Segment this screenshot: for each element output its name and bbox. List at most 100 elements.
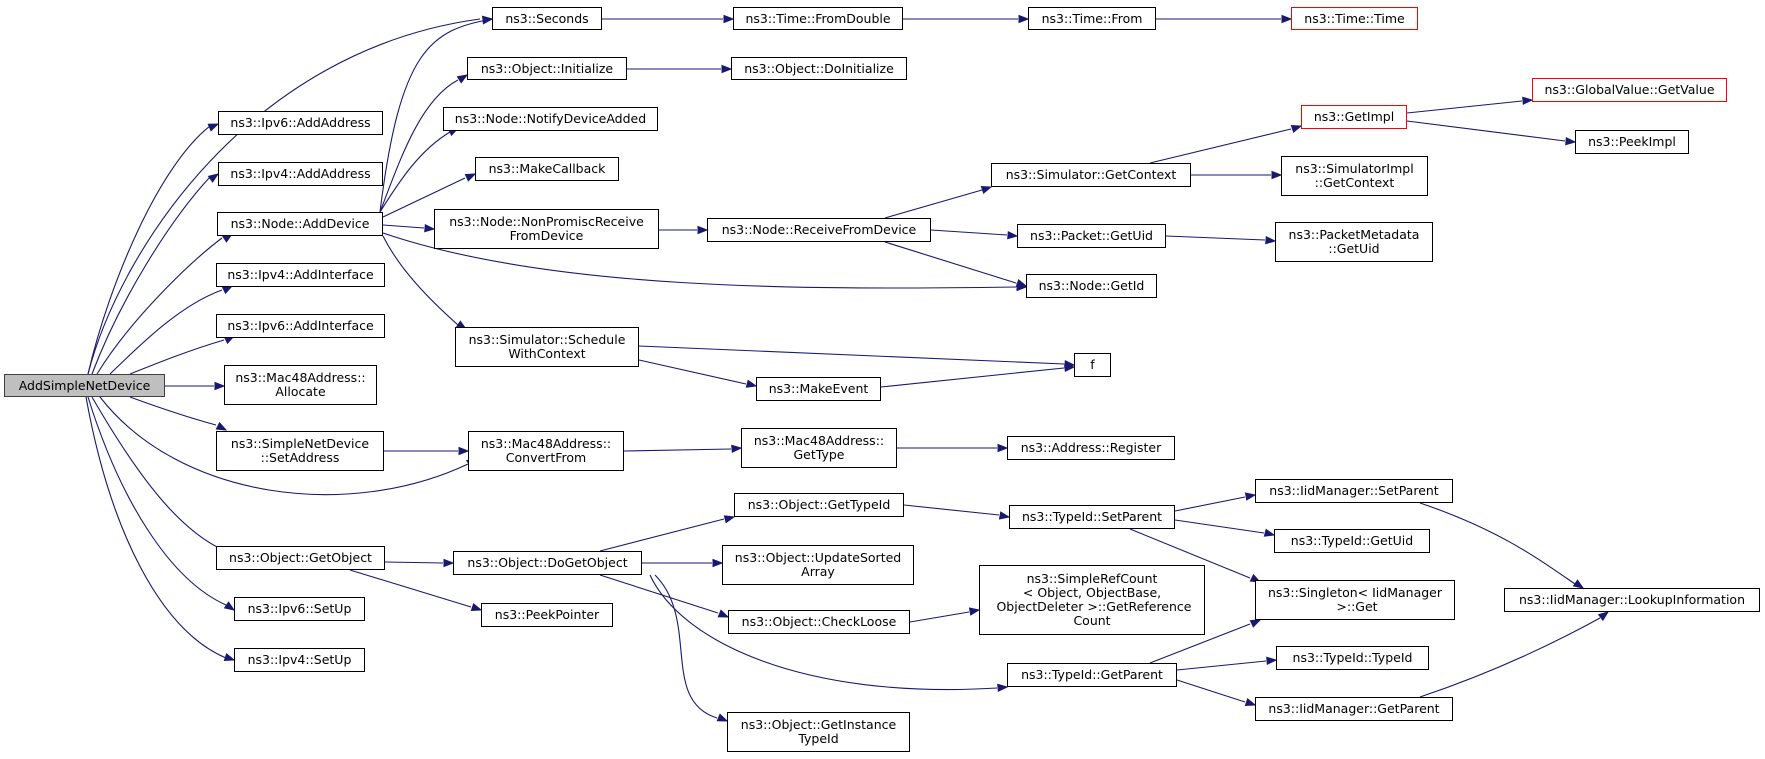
node-object-getinstancetypeid[interactable]: ns3::Object::GetInstance TypeId bbox=[727, 712, 910, 752]
node-ns3-seconds[interactable]: ns3::Seconds bbox=[492, 7, 602, 30]
edge-getparent-iidgetparent bbox=[1176, 679, 1246, 703]
node-mac48address-allocate[interactable]: ns3::Mac48Address:: Allocate bbox=[224, 365, 377, 405]
node-mac48address-gettype[interactable]: ns3::Mac48Address:: GetType bbox=[741, 428, 897, 468]
edge-root-adddevice bbox=[96, 237, 223, 375]
edge-adddevice-getid bbox=[382, 232, 1017, 289]
edge-schedule-f bbox=[638, 345, 1065, 365]
node-iidmanager-getparent[interactable]: ns3::IidManager::GetParent bbox=[1255, 697, 1453, 721]
node-node-receivefromdevice[interactable]: ns3::Node::ReceiveFromDevice bbox=[707, 218, 931, 242]
edge-dogetobject-getparent bbox=[649, 574, 998, 691]
arrowhead-getparent-singleton bbox=[1249, 619, 1262, 628]
edge-root-convertfrom bbox=[99, 396, 469, 496]
arrowhead-receive-getid bbox=[1015, 278, 1028, 288]
edge-getimpl-peekimpl bbox=[1406, 120, 1566, 142]
arrowhead-receive-getcontext bbox=[980, 185, 993, 195]
arrowhead-root-setaddress bbox=[215, 421, 228, 431]
node-iidmanager-lookupinformation[interactable]: ns3::IidManager::LookupInformation bbox=[1504, 588, 1760, 612]
node-mac48address-convertfrom[interactable]: ns3::Mac48Address:: ConvertFrom bbox=[468, 431, 624, 471]
node-simplenetdevice-setaddress[interactable]: ns3::SimpleNetDevice ::SetAddress bbox=[216, 431, 384, 471]
node-typeid-setparent[interactable]: ns3::TypeId::SetParent bbox=[1009, 505, 1175, 529]
edge-setparent-singleton bbox=[1129, 528, 1251, 579]
edge-packetuid-meta bbox=[1165, 235, 1266, 241]
node-globalvalue-getvalue[interactable]: ns3::GlobalValue::GetValue bbox=[1532, 78, 1727, 102]
node-simulator-schedulewithcontext[interactable]: ns3::Simulator::Schedule WithContext bbox=[455, 327, 639, 367]
node-simulator-getcontext[interactable]: ns3::Simulator::GetContext bbox=[991, 163, 1191, 187]
node-object-initialize[interactable]: ns3::Object::Initialize bbox=[467, 57, 627, 80]
edge-adddevice-nonpromisc bbox=[382, 224, 425, 229]
edge-dogetobject-getinstance bbox=[654, 574, 718, 719]
arrowhead-iidgetparent-lookup bbox=[1597, 611, 1610, 622]
arrowhead-getparent-typeid bbox=[1266, 656, 1278, 665]
node-simplerefcount-getreferencecount[interactable]: ns3::SimpleRefCount < Object, ObjectBase… bbox=[979, 565, 1205, 635]
arrowhead-root-ipv6setup bbox=[223, 601, 236, 611]
node-ipv6-addinterface[interactable]: ns3::Ipv6::AddInterface bbox=[216, 314, 385, 338]
arrowhead-adddevice-makecb bbox=[464, 173, 477, 182]
edge-setparent-getuid bbox=[1174, 519, 1265, 534]
arrowhead-adddevice-nonpromisc bbox=[424, 224, 436, 233]
node-peekpointer[interactable]: ns3::PeekPointer bbox=[481, 603, 613, 627]
node-time-fromdouble[interactable]: ns3::Time::FromDouble bbox=[733, 7, 903, 30]
edge-root-ipv4addinterface bbox=[109, 289, 223, 375]
node-object-getobject[interactable]: ns3::Object::GetObject bbox=[216, 546, 385, 570]
edge-dogetobject-checkloose bbox=[599, 574, 719, 614]
edge-gettypeid-setparent bbox=[903, 504, 1000, 516]
node-object-gettypeid[interactable]: ns3::Object::GetTypeId bbox=[734, 493, 904, 517]
arrowhead-seconds-fromdouble bbox=[723, 14, 735, 24]
node-node-adddevice[interactable]: ns3::Node::AddDevice bbox=[217, 212, 383, 236]
node-ipv4-addinterface[interactable]: ns3::Ipv4::AddInterface bbox=[216, 263, 385, 287]
node-time-from[interactable]: ns3::Time::From bbox=[1028, 7, 1156, 30]
edge-iidsetparent-lookup bbox=[1419, 502, 1576, 585]
edge-makeevent-f bbox=[880, 367, 1065, 388]
node-typeid-typeid[interactable]: ns3::TypeId::TypeId bbox=[1276, 646, 1429, 670]
node-node-getid[interactable]: ns3::Node::GetId bbox=[1026, 274, 1157, 298]
edge-adddevice-initialize bbox=[379, 79, 459, 213]
arrowhead-getimpl-globalvalue bbox=[1522, 96, 1534, 105]
node-node-notifydeviceadded[interactable]: ns3::Node::NotifyDeviceAdded bbox=[443, 107, 658, 131]
node-time-time[interactable]: ns3::Time::Time bbox=[1291, 7, 1418, 30]
edge-root-ipv4addaddress bbox=[91, 176, 211, 375]
node-singleton-iidmanager-get[interactable]: ns3::Singleton< IidManager >::Get bbox=[1255, 580, 1455, 620]
node-getimpl[interactable]: ns3::GetImpl bbox=[1301, 105, 1407, 129]
arrowhead-getimpl-peekimpl bbox=[1565, 137, 1577, 146]
node-ipv4-setup[interactable]: ns3::Ipv4::SetUp bbox=[234, 648, 365, 672]
node-addsimplenetdevice: AddSimpleNetDevice bbox=[4, 374, 165, 397]
node-peekimpl[interactable]: ns3::PeekImpl bbox=[1575, 130, 1689, 154]
node-typeid-getparent[interactable]: ns3::TypeId::GetParent bbox=[1007, 663, 1177, 687]
arrowhead-setparent-getuid bbox=[1263, 528, 1276, 537]
node-packetmetadata-getuid[interactable]: ns3::PacketMetadata ::GetUid bbox=[1275, 222, 1433, 262]
node-f[interactable]: f bbox=[1074, 353, 1111, 377]
node-makeevent[interactable]: ns3::MakeEvent bbox=[756, 377, 881, 401]
edge-receive-getcontext bbox=[884, 189, 983, 219]
node-iidmanager-setparent[interactable]: ns3::IidManager::SetParent bbox=[1255, 479, 1453, 503]
arrowhead-dogetobject-updatesorted bbox=[712, 558, 724, 568]
node-ipv6-setup[interactable]: ns3::Ipv6::SetUp bbox=[234, 597, 365, 621]
arrowhead-packetuid-meta bbox=[1265, 236, 1277, 245]
node-object-updatesortedarray[interactable]: ns3::Object::UpdateSorted Array bbox=[722, 545, 914, 585]
node-address-register[interactable]: ns3::Address::Register bbox=[1007, 436, 1175, 460]
edge-setparent-iidsetparent bbox=[1174, 496, 1246, 512]
node-ipv6-addaddress[interactable]: ns3::Ipv6::AddAddress bbox=[218, 111, 383, 135]
node-packet-getuid[interactable]: ns3::Packet::GetUid bbox=[1017, 224, 1166, 248]
node-object-doinitialize[interactable]: ns3::Object::DoInitialize bbox=[731, 57, 907, 80]
arrowhead-dogetobject-gettypeid bbox=[723, 515, 736, 524]
arrowhead-receive-packetuid bbox=[1007, 231, 1019, 240]
arrowhead-dogetobject-getinstance bbox=[716, 713, 729, 722]
node-node-nonpromiscreceivefromdevice[interactable]: ns3::Node::NonPromiscReceive FromDevice bbox=[434, 209, 659, 249]
node-ipv4-addaddress[interactable]: ns3::Ipv4::AddAddress bbox=[218, 162, 383, 186]
edge-adddevice-schedule bbox=[382, 235, 459, 326]
arrowhead-setparent-iidsetparent bbox=[1244, 492, 1257, 501]
edge-receive-getid bbox=[884, 241, 1017, 284]
edge-schedule-makeevent bbox=[638, 359, 747, 385]
node-simulatorimpl-getcontext[interactable]: ns3::SimulatorImpl ::GetContext bbox=[1281, 156, 1428, 196]
edge-root-getobject bbox=[91, 396, 224, 551]
node-object-dogetobject[interactable]: ns3::Object::DoGetObject bbox=[453, 551, 642, 575]
edge-root-ipv6addaddress bbox=[87, 125, 211, 375]
arrowhead-adddevice-initialize bbox=[456, 74, 469, 84]
edge-root-seconds bbox=[87, 18, 481, 375]
node-typeid-getuid[interactable]: ns3::TypeId::GetUid bbox=[1274, 529, 1430, 553]
arrowhead-convert-gettype bbox=[731, 444, 743, 453]
arrowhead-iidsetparent-lookup bbox=[1572, 579, 1585, 589]
node-makecallback[interactable]: ns3::MakeCallback bbox=[475, 157, 619, 181]
edge-adddevice-makecb bbox=[382, 177, 466, 218]
node-object-checkloose[interactable]: ns3::Object::CheckLoose bbox=[728, 610, 910, 634]
